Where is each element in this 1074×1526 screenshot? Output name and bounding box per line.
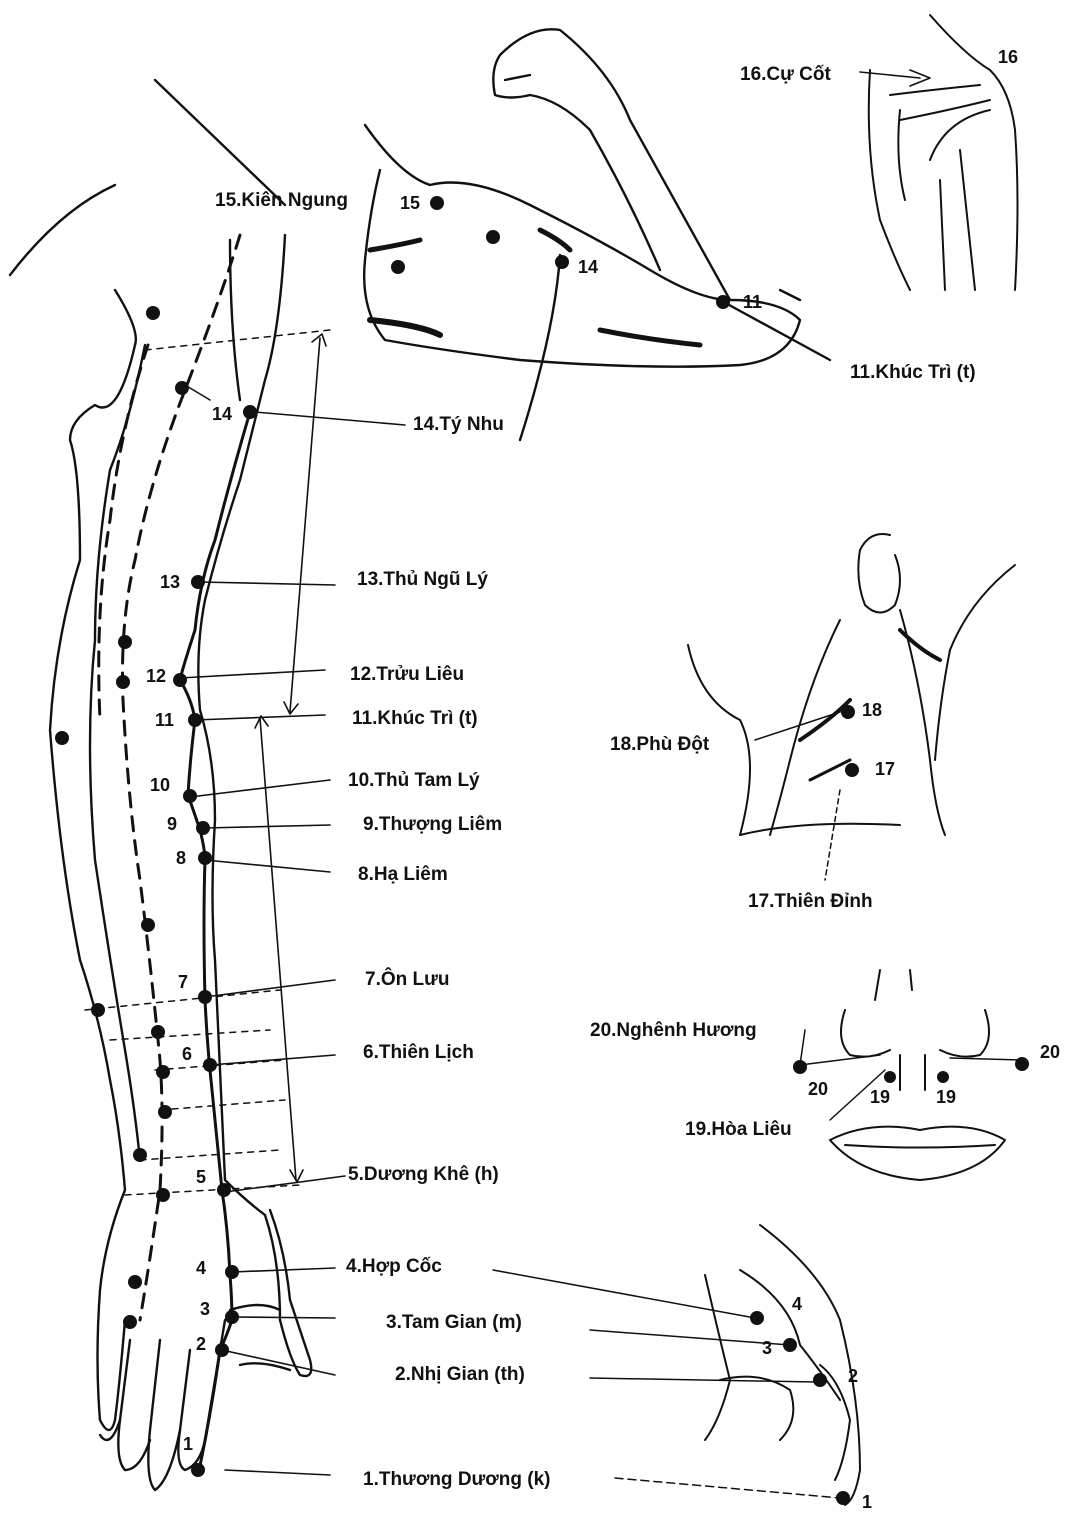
point-20-left xyxy=(793,1060,807,1074)
num-5: 5 xyxy=(196,1167,206,1187)
point-5 xyxy=(217,1183,231,1197)
num-11: 11 xyxy=(155,710,174,730)
point-19-right xyxy=(937,1071,949,1083)
point-2 xyxy=(215,1343,229,1357)
num-20-left: 20 xyxy=(808,1079,828,1099)
num-8: 8 xyxy=(176,848,186,868)
hand-num-4: 4 xyxy=(792,1294,802,1314)
label-khuc-tri-top: 11.Khúc Trì (t) xyxy=(850,362,976,383)
num-13: 13 xyxy=(160,572,180,592)
num-17: 17 xyxy=(875,759,895,779)
point-10 xyxy=(183,789,197,803)
num-4: 4 xyxy=(196,1258,206,1278)
point-3 xyxy=(225,1310,239,1324)
num-3: 3 xyxy=(200,1299,210,1319)
point-1 xyxy=(191,1463,205,1477)
label-tam-gian: 3.Tam Gian (m) xyxy=(386,1312,522,1333)
point-18 xyxy=(841,705,855,719)
hand-inset xyxy=(493,1225,860,1505)
point-11 xyxy=(188,713,202,727)
point-20-right xyxy=(1015,1057,1029,1071)
num-14: 14 xyxy=(212,404,232,424)
num-19-right: 19 xyxy=(936,1087,956,1107)
label-thien-lich: 6.Thiên Lịch xyxy=(363,1042,474,1063)
num-12: 12 xyxy=(146,666,166,686)
label-nghenh-huong: 20.Nghênh Hương xyxy=(590,1020,757,1041)
label-duong-khe: 5.Dương Khê (h) xyxy=(348,1164,499,1185)
num-11-flexed: 11 xyxy=(743,292,762,312)
num-6: 6 xyxy=(182,1044,192,1064)
num-1: 1 xyxy=(183,1434,193,1454)
num-18: 18 xyxy=(862,700,882,720)
label-thu-tam-ly: 10.Thủ Tam Lý xyxy=(348,770,480,791)
label-ha-liem: 8.Hạ Liêm xyxy=(358,864,448,885)
hand-point-3 xyxy=(783,1338,797,1352)
label-thuong-liem: 9.Thượng Liêm xyxy=(363,814,502,835)
label-truu-lieu: 12.Trửu Liêu xyxy=(350,664,464,685)
hand-point-1 xyxy=(836,1491,850,1505)
label-phu-dot: 18.Phù Đột xyxy=(610,734,710,755)
point-12 xyxy=(173,673,187,687)
point-13 xyxy=(191,575,205,589)
num-16: 16 xyxy=(998,47,1018,67)
hand-point-4 xyxy=(750,1311,764,1325)
num-7: 7 xyxy=(178,972,188,992)
label-nhi-gian: 2.Nhị Gian (th) xyxy=(395,1364,525,1385)
hand-point-2 xyxy=(813,1373,827,1387)
point-15 xyxy=(430,196,444,210)
num-19-left: 19 xyxy=(870,1087,890,1107)
label-hop-coc: 4.Hợp Cốc xyxy=(346,1256,442,1277)
label-cu-cot: 16.Cự Cốt xyxy=(740,64,831,85)
point-6 xyxy=(203,1058,217,1072)
label-khuc-tri: 11.Khúc Trì (t) xyxy=(352,708,478,729)
num-10: 10 xyxy=(150,775,170,795)
label-ty-nhu: 14.Tý Nhu xyxy=(413,414,504,435)
hand-num-1: 1 xyxy=(862,1492,872,1512)
num-9: 9 xyxy=(167,814,177,834)
label-on-luu: 7.Ôn Lưu xyxy=(365,968,449,990)
label-thien-dinh: 17.Thiên Đỉnh xyxy=(748,891,873,912)
point-19-left xyxy=(884,1071,896,1083)
label-kien-ngung: 15.Kiên Ngung xyxy=(215,190,348,211)
point-7 xyxy=(198,990,212,1004)
num-20-right: 20 xyxy=(1040,1042,1060,1062)
shoulder-inset xyxy=(860,15,1018,290)
num-2: 2 xyxy=(196,1334,206,1354)
point-9 xyxy=(196,821,210,835)
hand-num-3: 3 xyxy=(762,1338,772,1358)
num-15: 15 xyxy=(400,193,420,213)
label-thuong-duong: 1.Thương Dương (k) xyxy=(363,1469,551,1490)
point-4 xyxy=(225,1265,239,1279)
label-hoa-lieu: 19.Hòa Liêu xyxy=(685,1119,792,1140)
point-8 xyxy=(198,851,212,865)
measurement-arrows xyxy=(255,334,326,1182)
point-labels: 15.Kiên Ngung 16.Cự Cốt 11.Khúc Trì (t) … xyxy=(215,64,976,1490)
point-14 xyxy=(243,405,257,419)
num-14-flexed: 14 xyxy=(578,257,598,277)
hand-num-2: 2 xyxy=(848,1366,858,1386)
face-inset xyxy=(800,970,1020,1180)
point-17 xyxy=(845,763,859,777)
flexed-arm xyxy=(364,29,830,440)
label-thu-ngu-ly: 13.Thủ Ngũ Lý xyxy=(357,569,488,590)
